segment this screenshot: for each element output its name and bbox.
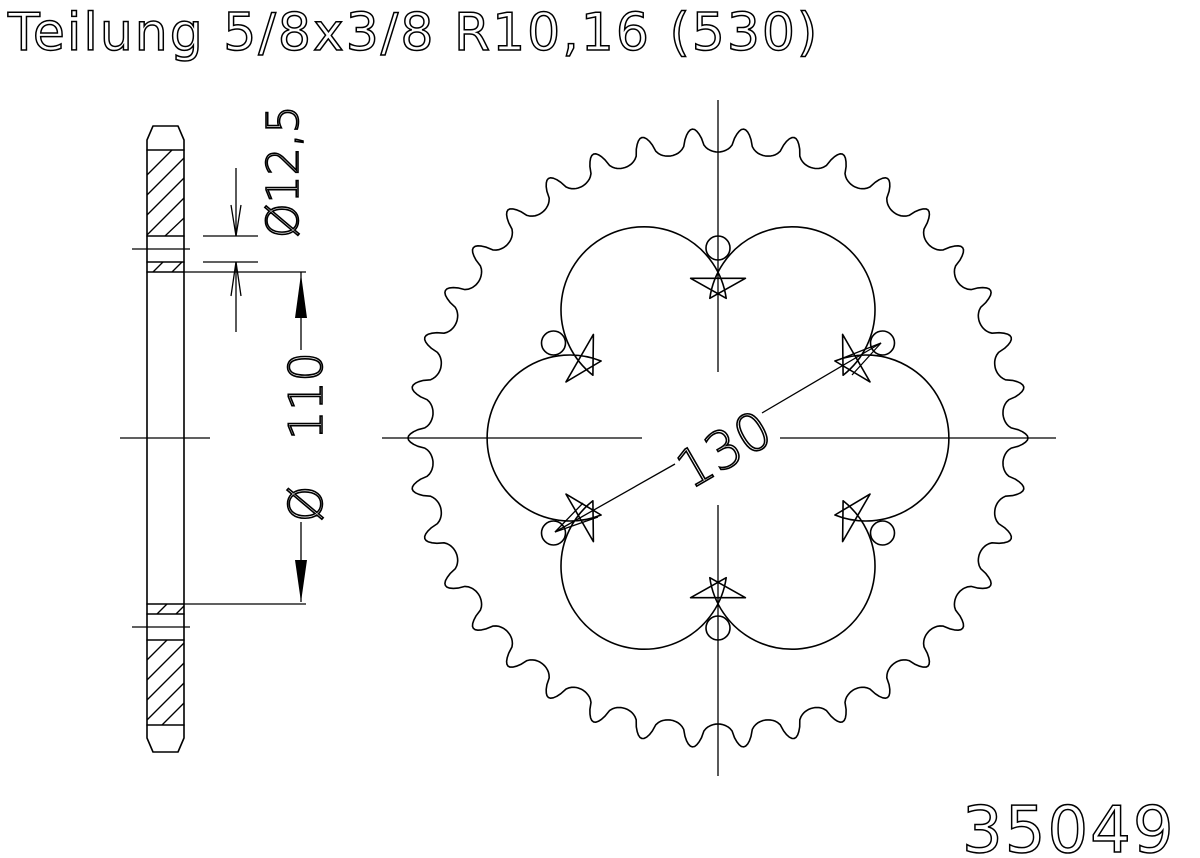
diameter-symbol: Ø <box>279 486 333 522</box>
bolt-hole <box>540 330 567 356</box>
bolt-hole <box>869 520 896 546</box>
arrow-up-icon <box>295 274 307 318</box>
center-bore-label: 110 <box>279 352 333 440</box>
hatching-bottom <box>146 603 185 726</box>
part-number: 35049 <box>962 794 1176 858</box>
inner-lobed-cutout <box>486 226 950 650</box>
side-profile <box>146 125 185 753</box>
arrow-down-icon <box>295 560 307 602</box>
drawing-title: Teilung 5/8x3/8 R10,16 (530) <box>7 3 819 63</box>
bolt-hole <box>540 520 567 546</box>
sprocket-front-view: 130 <box>382 100 1056 776</box>
hole-diameter-label: Ø12,5 <box>258 105 309 238</box>
hatching-top <box>146 149 185 273</box>
side-view: Ø12,5 110 Ø <box>120 105 334 753</box>
bolt-hole <box>869 330 896 356</box>
bolt-circle-label: 130 <box>667 400 783 502</box>
